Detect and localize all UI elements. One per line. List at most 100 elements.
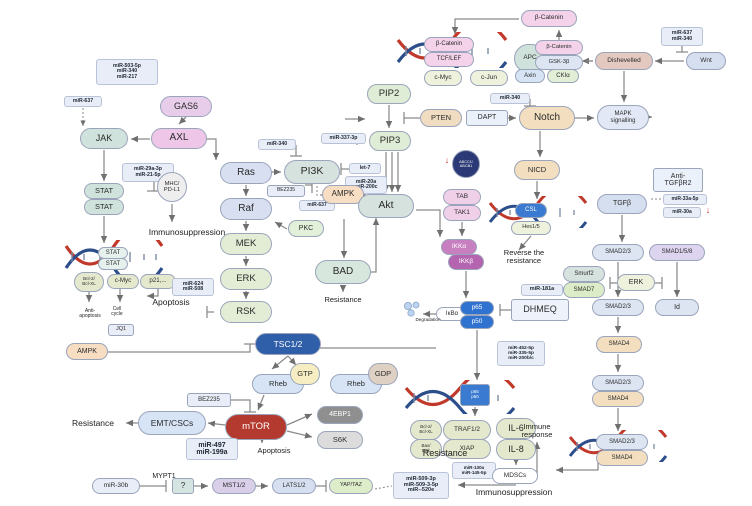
node-mhc: MHC/ PD-L1 [157, 172, 187, 202]
node-axl: AXL [151, 128, 207, 149]
node-smad23b: SMAD2/3 [592, 299, 644, 316]
node-antitgfbr2: Anti- TGFβR2 [653, 168, 703, 192]
node-gtp: GTP [290, 363, 320, 385]
node-apop2: Apoptosis [257, 446, 291, 456]
node-pip3: PIP3 [369, 131, 411, 151]
node-mdscs: MDSCs [492, 468, 538, 484]
node-csl: CSL [515, 203, 547, 218]
node-degradation: Degradation [415, 316, 441, 322]
node-stat2: STAT [84, 199, 124, 215]
node-bcat_dna: β-Catenin [424, 37, 474, 52]
node-stat1: STAT [84, 183, 124, 199]
node-il8: IL-8 [496, 439, 536, 460]
node-mek: MEK [220, 233, 272, 255]
node-traf: TRAF1/2 [443, 420, 491, 440]
node-pip2: PIP2 [367, 84, 411, 104]
node-ikkb: IKKβ [448, 254, 484, 270]
node-mir337: miR-337-3p [321, 133, 366, 144]
node-let7: let-7 [349, 163, 381, 174]
node-bad: BAD [315, 260, 371, 284]
node-mir130a: miR-130a miR-145-5p [452, 462, 496, 479]
node-lats: LATS1/2 [272, 478, 316, 494]
node-bez235a: BEZ235 [267, 185, 305, 197]
node-ampk2: AMPK [66, 343, 108, 360]
node-id_node: Id [655, 299, 699, 316]
node-mypt1: MYPT1 [152, 473, 176, 481]
node-mir637c: miR-637 miR-340 [661, 27, 703, 46]
node-dapt: DAPT [466, 110, 508, 126]
node-mir637b: miR-637 [299, 200, 335, 211]
node-erk1: ERK [220, 268, 272, 290]
node-resistance2: Resistance [71, 417, 115, 428]
node-yap: YAP/TAZ [329, 478, 373, 494]
node-emt: EMT/CSCs [138, 411, 206, 435]
node-mst: MST1/2 [212, 478, 256, 494]
node-gas6: GAS6 [160, 96, 212, 117]
node-bcl2b: Bcl-2/ Bcl-XL [410, 420, 442, 440]
node-ebp1: 4EBP1 [317, 406, 363, 424]
node-erk2: ERK [617, 274, 655, 291]
node-smad4a: SMAD4 [596, 336, 642, 353]
node-bcat2: β-Catenin [535, 40, 583, 55]
node-smurf2: Smurf2 [563, 266, 605, 282]
node-apop1: Apoptosis [152, 296, 190, 307]
node-gdp: GDP [368, 363, 398, 385]
down-arrow-abcc: ↓ [444, 155, 450, 166]
node-bcat_top: β-Catenin [521, 10, 577, 27]
node-mir497: miR-497 miR-199a [186, 438, 238, 460]
node-pkc: PKC [288, 220, 324, 237]
node-notch: Notch [519, 106, 575, 130]
node-nfkb_dna: p65 p50 [460, 384, 490, 406]
node-wnt: Wnt [686, 52, 726, 70]
down-arrow-mir30a: ↓ [705, 205, 711, 216]
node-jq1: JQ1 [108, 324, 134, 336]
node-antiapop: Anti- apoptosis [79, 307, 101, 319]
node-mir452: miR-452-5p miR-335-5p miR-200b/c [497, 341, 545, 366]
node-smad23a: SMAD2/3 [592, 244, 644, 261]
node-baxbak: Bax/ Bak [410, 439, 442, 459]
node-cellcycle: Cell cycle [111, 305, 123, 317]
node-smad23c: SMAD2/3 [592, 375, 644, 391]
node-mir30a: miR-30a [663, 207, 701, 218]
node-ckia: CKIα [547, 69, 579, 83]
node-xiap: XIAP [443, 439, 491, 459]
node-immuno2: Immunosuppression [475, 486, 553, 497]
node-nicd: NICD [514, 160, 560, 180]
node-bcl2: Bcl-2/ Bcl-XL [74, 272, 104, 292]
node-mir340b: miR-340 [490, 93, 530, 104]
node-tcflef: TCF/LEF [424, 52, 474, 67]
node-p21: p21,... [140, 274, 176, 289]
node-abcc: ABCC1/ ABCB1 [452, 150, 480, 178]
node-mir637a: miR-637 [64, 96, 102, 107]
node-cmyc1: c-Myc [107, 274, 139, 289]
node-tgfb: TGFβ [597, 194, 647, 214]
node-tak1: TAK1 [443, 205, 481, 221]
node-immune_resp: Immune response [521, 422, 553, 439]
node-smad7: SMAD7 [563, 282, 605, 298]
node-p65: p65 [460, 301, 494, 315]
node-immuno1: Immunosuppression [148, 226, 226, 237]
degradation-bubbles-icon [404, 301, 420, 317]
node-statdna2: STAT [98, 258, 128, 270]
node-hes: Hes1/5 [511, 221, 551, 235]
node-mir624: miR-624 miR-508 [172, 278, 214, 296]
node-mir503: miR-503-5p miR-340 miR-217 [96, 59, 158, 85]
node-tsc: TSC1/2 [255, 333, 321, 355]
node-mir30b: miR-30b [92, 478, 140, 494]
node-mir340a: miR-340 [258, 139, 296, 150]
node-mir181a: miR-181a [521, 284, 563, 296]
node-s6k: S6K [317, 431, 363, 449]
node-mir509: miR-509-3p miR-509-3-5p miR--520e [393, 472, 449, 499]
node-ras: Ras [220, 162, 272, 184]
node-rsk: RSK [220, 301, 272, 323]
node-akt: Akt [358, 194, 414, 218]
node-gsk3b: GSK-3β [535, 55, 583, 70]
node-mtor: mTOR [225, 414, 287, 440]
node-dhmeq: DHMEQ [511, 299, 569, 321]
node-mir33a: miR-33a-5p [663, 194, 707, 205]
node-pi3k: PI3K [284, 160, 340, 184]
node-smad4c: SMAD4 [596, 450, 648, 466]
node-p50: p50 [460, 315, 494, 329]
node-reverse: Reverse the resistance [503, 248, 545, 265]
